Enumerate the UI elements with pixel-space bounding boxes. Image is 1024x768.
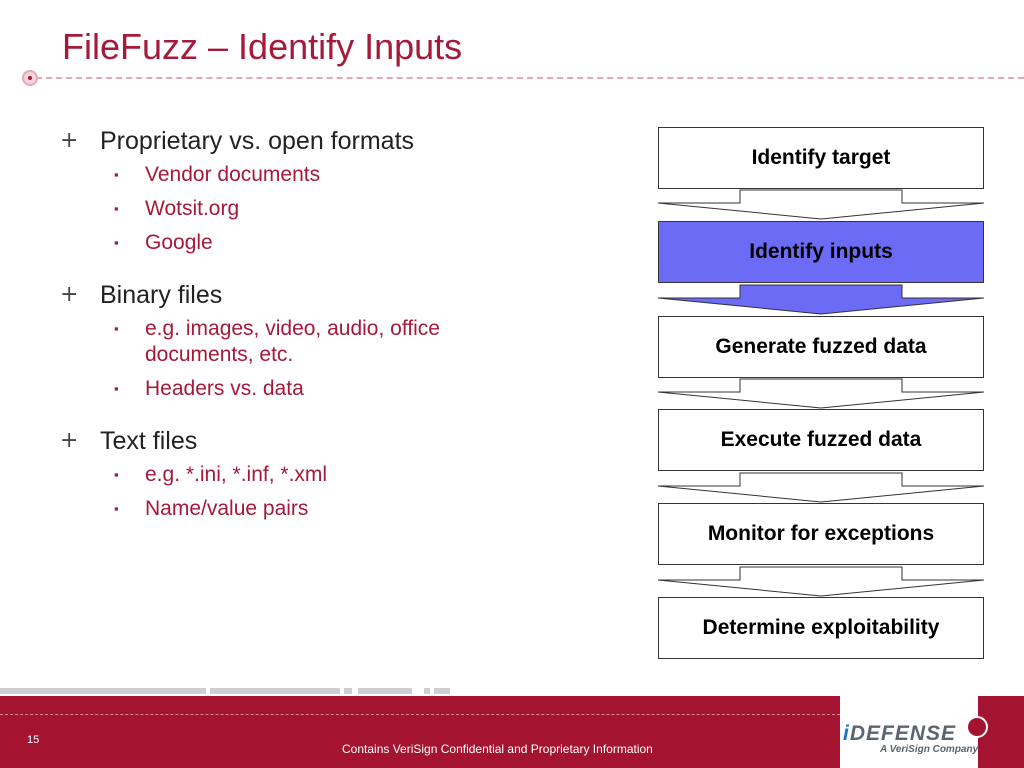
sub-bullet-item: ▪ e.g. *.ini, *.inf, *.xml: [114, 462, 580, 488]
page-number: 15: [27, 734, 40, 746]
logo-subtitle: A VeriSign Company: [880, 744, 979, 755]
sub-bullet-text: Name/value pairs: [145, 497, 309, 520]
footer-strip: [424, 688, 430, 694]
bullet-item: + Binary files: [60, 280, 580, 310]
footer-strip: [210, 688, 340, 694]
footer-strip: [0, 688, 206, 694]
sub-bullet-item: ▪ Google: [114, 230, 580, 256]
sub-bullet-item: ▪ e.g. images, video, audio, office docum…: [114, 316, 580, 368]
flow-step-execute-fuzzed-data: Execute fuzzed data: [658, 409, 984, 471]
plus-icon: +: [60, 282, 79, 307]
sub-bullet-text: e.g. images, video, audio, office docume…: [145, 317, 440, 366]
square-bullet-icon: ▪: [114, 201, 119, 216]
bullet-group: + Proprietary vs. open formats ▪ Vendor d…: [60, 126, 580, 256]
flow-arrow: [657, 189, 985, 220]
slide-title: FileFuzz – Identify Inputs: [62, 26, 463, 67]
flow-step-identify-inputs: Identify inputs: [658, 221, 984, 283]
bullet-group: + Text files ▪ e.g. *.ini, *.inf, *.xml ▪…: [60, 426, 580, 522]
logo-emblem-icon: [966, 716, 988, 738]
sub-bullet-text: e.g. *.ini, *.inf, *.xml: [145, 463, 328, 486]
plus-icon: +: [60, 428, 79, 453]
sub-bullet-item: ▪ Vendor documents: [114, 162, 580, 188]
square-bullet-icon: ▪: [114, 501, 119, 516]
footer-strip: [344, 688, 352, 694]
plus-icon: +: [60, 128, 79, 153]
square-bullet-icon: ▪: [114, 321, 119, 336]
sub-bullet-item: ▪ Wotsit.org: [114, 196, 580, 222]
sub-bullet-text: Wotsit.org: [145, 197, 240, 220]
flow-step-monitor-exceptions: Monitor for exceptions: [658, 503, 984, 565]
title-divider: [36, 77, 1024, 79]
flow-arrows: [657, 189, 985, 597]
square-bullet-icon: ▪: [114, 467, 119, 482]
bullet-text: Proprietary vs. open formats: [100, 127, 415, 155]
sub-bullet-text: Headers vs. data: [145, 377, 304, 400]
bullet-text: Text files: [100, 427, 198, 455]
idefense-logo: iDEFENSE: [843, 722, 957, 745]
sub-bullet-item: ▪ Name/value pairs: [114, 496, 580, 522]
bullet-group: + Binary files ▪ e.g. images, video, audi…: [60, 280, 580, 402]
flow-arrow: [657, 566, 985, 597]
bullet-item: + Text files: [60, 426, 580, 456]
flow-arrow: [657, 378, 985, 409]
flow-arrow: [657, 472, 985, 503]
sub-bullet-text: Vendor documents: [145, 163, 321, 186]
sub-bullet-text: Google: [145, 231, 213, 254]
footer-strip: [358, 688, 412, 694]
square-bullet-icon: ▪: [114, 167, 119, 182]
footer-divider: [0, 714, 840, 715]
bullet-list: + Proprietary vs. open formats ▪ Vendor d…: [60, 126, 580, 546]
flow-step-determine-exploitability: Determine exploitability: [658, 597, 984, 659]
confidentiality-notice: Contains VeriSign Confidential and Propr…: [342, 742, 653, 756]
flow-step-generate-fuzzed-data: Generate fuzzed data: [658, 316, 984, 378]
flow-step-identify-target: Identify target: [658, 127, 984, 189]
square-bullet-icon: ▪: [114, 235, 119, 250]
flow-arrow-active: [657, 284, 985, 315]
bullet-text: Binary files: [100, 281, 223, 309]
bullet-item: + Proprietary vs. open formats: [60, 126, 580, 156]
sub-bullet-item: ▪ Headers vs. data: [114, 376, 580, 402]
footer-bar: [0, 696, 840, 768]
process-flow-diagram: Identify target Identify inputs Generate…: [656, 127, 986, 662]
square-bullet-icon: ▪: [114, 381, 119, 396]
footer-strip: [434, 688, 450, 694]
